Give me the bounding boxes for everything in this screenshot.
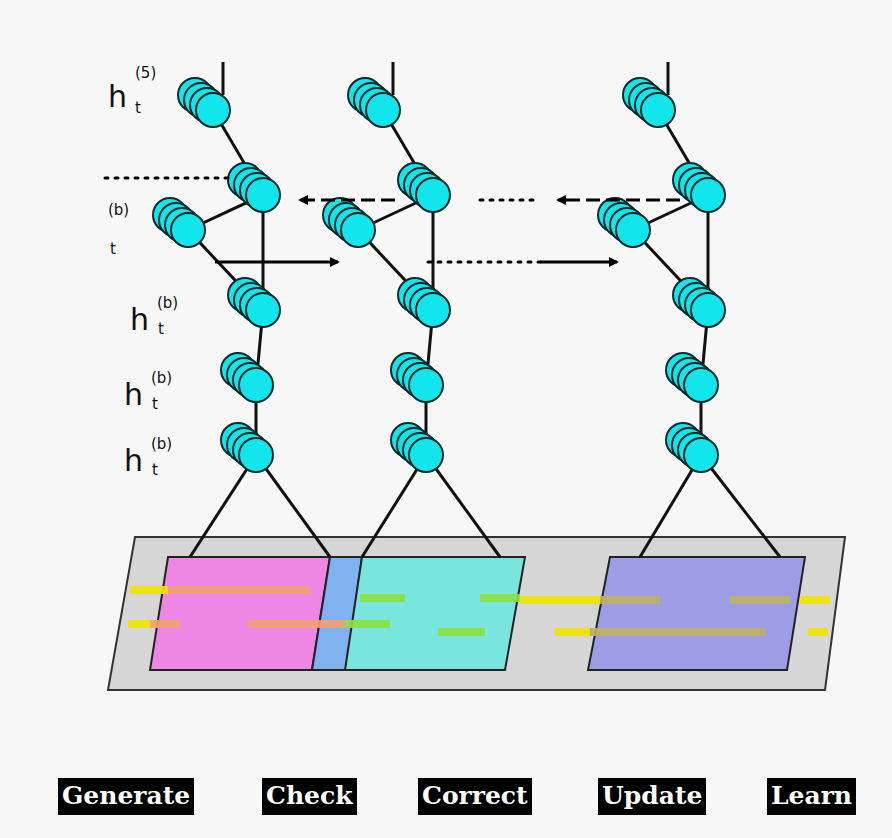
memory-plane: [108, 537, 845, 690]
stage-label: Check: [266, 782, 353, 810]
stage-label-box: Generate: [58, 778, 194, 815]
index-label: t: [110, 242, 116, 257]
stage-label-box: Correct: [418, 778, 532, 815]
index-label: t: [158, 322, 164, 337]
index-label: (5): [135, 66, 156, 81]
wires: [188, 62, 780, 557]
index-label: (b): [151, 371, 172, 386]
index-label: (b): [151, 437, 172, 452]
variable-name: h: [124, 380, 143, 410]
index-label: t: [152, 397, 158, 412]
stage-label-box: Learn: [767, 778, 856, 815]
index-label: (b): [157, 296, 178, 311]
signal-bars: [128, 590, 830, 632]
stage-label: Learn: [771, 782, 852, 810]
stage-label-box: Update: [598, 778, 706, 815]
neuron-clusters: [153, 78, 725, 472]
stage-label-box: Check: [262, 778, 357, 815]
stage-label: Generate: [62, 782, 190, 810]
index-label: t: [135, 101, 141, 116]
variable-name: h: [108, 82, 127, 112]
cyan-panel: [345, 557, 525, 670]
purple-panel: [588, 557, 805, 670]
variable-name: h: [130, 305, 149, 335]
pink-panel: [150, 557, 330, 670]
stage-label: Update: [602, 782, 702, 810]
arrows: [105, 178, 680, 262]
index-label: t: [152, 463, 158, 478]
variable-name: h: [124, 446, 143, 476]
stage-label: Correct: [422, 782, 528, 810]
index-label: (b): [108, 203, 129, 218]
